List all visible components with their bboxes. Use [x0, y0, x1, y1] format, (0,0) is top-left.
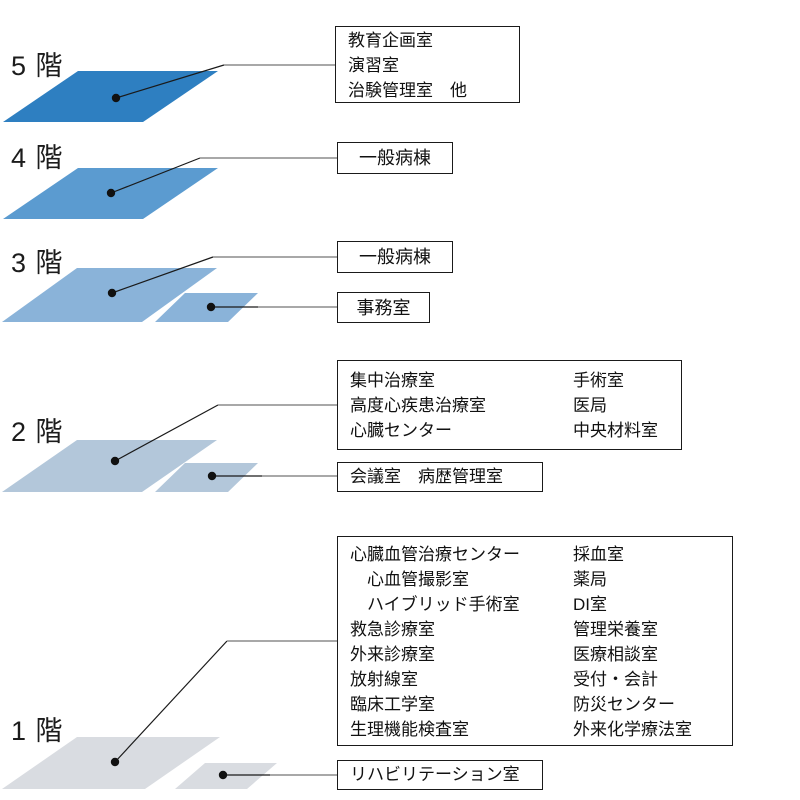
- room-name: 管理栄養室: [573, 620, 658, 639]
- room-name: 生理機能検査室: [350, 720, 469, 739]
- floor2-annex-slab: [155, 463, 258, 492]
- floor5-leader-line: [115, 64, 225, 99]
- room-name: 心臓血管治療センター: [350, 545, 520, 564]
- room-name: 一般病棟: [359, 148, 431, 168]
- floor2-rooms-box: 集中治療室 高度心疾患治療室 心臓センター 手術室 医局 中央材料室: [337, 360, 682, 450]
- floor2-annex-box: 会議室 病歴管理室: [337, 462, 543, 492]
- room-name: DI室: [573, 595, 607, 614]
- floor1-rooms-left-column: 心臓血管治療センター 心血管撮影室 ハイブリッド手術室 救急診療室 外来診療室 …: [338, 542, 573, 742]
- room-name: 高度心疾患治療室: [350, 396, 486, 415]
- floor3-annex-slab: [155, 293, 258, 322]
- room-name: 臨床工学室: [350, 695, 435, 714]
- floor1-annex-box: リハビリテーション室: [337, 760, 543, 790]
- floor2-leader-line: [114, 404, 219, 462]
- room-name: 心血管撮影室: [350, 570, 469, 589]
- floor2-annex-dot: [207, 471, 217, 481]
- room-name: 医療相談室: [573, 645, 658, 664]
- room-name: 放射線室: [350, 670, 418, 689]
- floor4-rooms-box: 一般病棟: [337, 142, 453, 174]
- floor3-dot: [107, 288, 117, 298]
- room-name: 心臓センター: [350, 421, 452, 440]
- room-name: 集中治療室: [350, 371, 435, 390]
- floor-label-2f: 2 階: [11, 417, 64, 447]
- floor-label-4f: 4 階: [11, 143, 64, 173]
- room-name: 会議室 病歴管理室: [350, 467, 503, 486]
- room-name: ハイブリッド手術室: [350, 595, 520, 614]
- floor3-annex-box: 事務室: [337, 292, 430, 323]
- floor2-slab: [2, 440, 217, 492]
- room-name: 防災センター: [573, 695, 675, 714]
- floor2-dot: [110, 456, 120, 466]
- room-name: 一般病棟: [359, 247, 431, 267]
- floor-label-3f: 3 階: [11, 248, 64, 278]
- floor5-rooms-box: 教育企画室 演習室 治験管理室 他: [335, 26, 520, 103]
- room-name: 教育企画室: [348, 31, 433, 50]
- floor3-annex-dot: [206, 302, 216, 312]
- room-name: 受付・会計: [573, 670, 658, 689]
- floor2-rooms-right-column: 手術室 医局 中央材料室: [573, 368, 681, 443]
- floor5-dot: [111, 93, 121, 103]
- floor3-rooms-box: 一般病棟: [337, 241, 453, 273]
- room-name: 採血室: [573, 545, 624, 564]
- room-name: 救急診療室: [350, 620, 435, 639]
- floor1-annex-dot: [218, 770, 228, 780]
- floor-label-5f: 5 階: [11, 51, 64, 81]
- floor3-leader-line: [111, 256, 214, 294]
- room-name: 演習室: [348, 56, 399, 75]
- room-name: リハビリテーション室: [350, 765, 520, 784]
- room-name: 外来診療室: [350, 645, 435, 664]
- floor1-rooms-right-column: 採血室 薬局 DI室 管理栄養室 医療相談室 受付・会計 防災センター 外来化学…: [573, 542, 732, 742]
- room-name: 外来化学療法室: [573, 720, 692, 739]
- floor2-rooms-left-column: 集中治療室 高度心疾患治療室 心臓センター: [338, 368, 573, 443]
- floor1-rooms-box: 心臓血管治療センター 心血管撮影室 ハイブリッド手術室 救急診療室 外来診療室 …: [337, 536, 733, 746]
- room-name: 中央材料室: [573, 421, 658, 440]
- floor1-dot: [110, 757, 120, 767]
- floor4-leader-line: [110, 157, 201, 194]
- floor-label-1f: 1 階: [11, 716, 64, 746]
- room-name: 薬局: [573, 570, 607, 589]
- room-name: 手術室: [573, 371, 624, 390]
- floor4-dot: [106, 188, 116, 198]
- room-name: 事務室: [356, 298, 411, 318]
- room-name: 医局: [573, 396, 607, 415]
- floor1-leader-line: [114, 640, 228, 763]
- room-name: 治験管理室 他: [348, 81, 467, 100]
